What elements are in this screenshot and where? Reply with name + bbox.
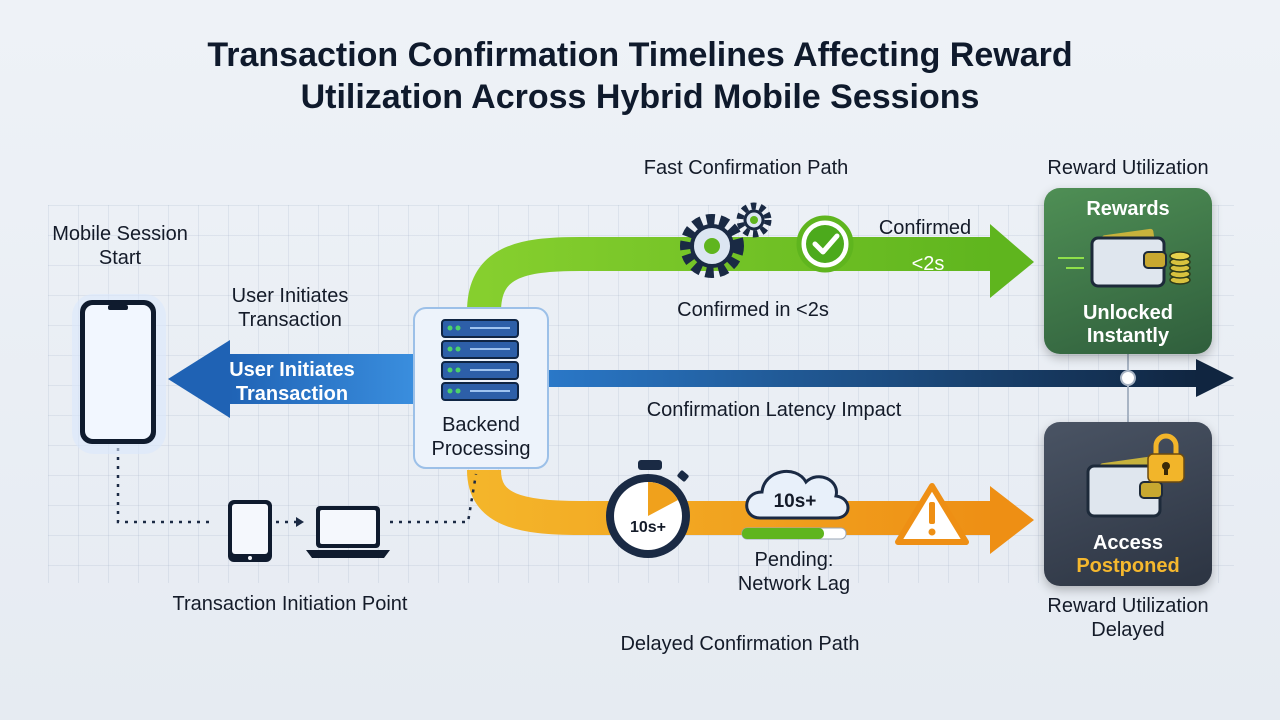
fast-path-arrow — [467, 224, 1034, 313]
postponed-line-1: Access — [1092, 532, 1164, 554]
title-line-2: Utilization Across Hybrid Mobile Session… — [300, 78, 980, 116]
rewards-status-line-1: Unlocked — [1082, 302, 1174, 324]
backend-line-2: Processing — [431, 438, 531, 460]
mobile-session-line-1: Mobile Session — [52, 223, 188, 245]
fast-time-label: <2s — [911, 253, 945, 275]
gear-icon — [680, 202, 772, 278]
lock-icon — [1147, 433, 1185, 483]
backend-processing-label: Backend Processing — [414, 413, 548, 461]
fast-path-title: Fast Confirmation Path — [643, 157, 849, 179]
title-line-1: Transaction Confirmation Timelines Affec… — [207, 36, 1073, 74]
user-initiates-label-line-1: User Initiates — [231, 285, 349, 307]
reward-delayed-label: Reward Utilization Delayed — [1020, 594, 1236, 642]
cloud-label: 10s+ — [773, 491, 817, 512]
reward-delayed-line-1: Reward Utilization — [1047, 595, 1209, 617]
laptop-icon — [306, 506, 390, 558]
user-initiates-arrow — [168, 340, 414, 418]
user-initiates-arrow-line-1: User Initiates — [229, 359, 355, 381]
fast-caption: Confirmed in <2s — [677, 299, 829, 321]
pending-line-1: Pending: — [754, 549, 834, 571]
rewards-heading: Rewards — [1086, 198, 1170, 220]
user-initiates-label-line-2: Transaction — [238, 309, 342, 331]
check-icon — [796, 215, 854, 273]
wallet-icon — [1058, 228, 1191, 288]
reward-utilization-label: Reward Utilization — [1047, 157, 1209, 179]
tablet-icon — [228, 500, 272, 562]
cloud-icon — [745, 470, 850, 520]
latency-impact-label: Confirmation Latency Impact — [646, 399, 902, 421]
coins-icon — [1169, 251, 1191, 285]
stopwatch-icon — [606, 460, 690, 558]
backend-line-1: Backend — [442, 414, 520, 436]
postponed-line-2: Postponed — [1076, 555, 1180, 577]
user-initiates-arrow-label: User Initiates Transaction — [202, 358, 382, 406]
fast-confirmed-label: Confirmed — [878, 217, 972, 239]
page-title: Transaction Confirmation Timelines Affec… — [0, 34, 1280, 118]
user-initiates-label: User Initiates Transaction — [200, 284, 380, 332]
server-icon — [413, 307, 549, 469]
postponed-status: Access Postponed — [1044, 532, 1212, 578]
rewards-status-line-2: Instantly — [1086, 325, 1170, 347]
warning-icon — [895, 483, 969, 545]
progress-bar — [741, 527, 847, 540]
access-postponed-card: Access Postponed — [1044, 422, 1212, 586]
delayed-path-arrow — [467, 468, 1034, 554]
wallet-icon — [1086, 433, 1185, 518]
latency-timeline — [548, 352, 1234, 426]
transaction-initiation-point-label: Transaction Initiation Point — [172, 593, 408, 615]
reward-delayed-line-2: Delayed — [1091, 619, 1165, 641]
rewards-unlocked-card: Rewards Unlocked Instantly — [1044, 188, 1212, 354]
pending-line-2: Network Lag — [737, 573, 851, 595]
smartphone-icon — [72, 294, 166, 454]
dotted-connector — [116, 448, 478, 524]
user-initiates-arrow-line-2: Transaction — [235, 383, 349, 405]
timer-label: 10s+ — [629, 519, 667, 536]
mobile-session-line-2: Start — [98, 247, 142, 269]
delayed-path-title: Delayed Confirmation Path — [620, 633, 860, 655]
rewards-status: Unlocked Instantly — [1044, 302, 1212, 348]
mobile-session-label: Mobile Session Start — [30, 222, 210, 270]
pending-label: Pending: Network Lag — [714, 548, 874, 596]
connector-arrowhead — [296, 517, 304, 527]
timeline-marker — [1120, 370, 1136, 386]
